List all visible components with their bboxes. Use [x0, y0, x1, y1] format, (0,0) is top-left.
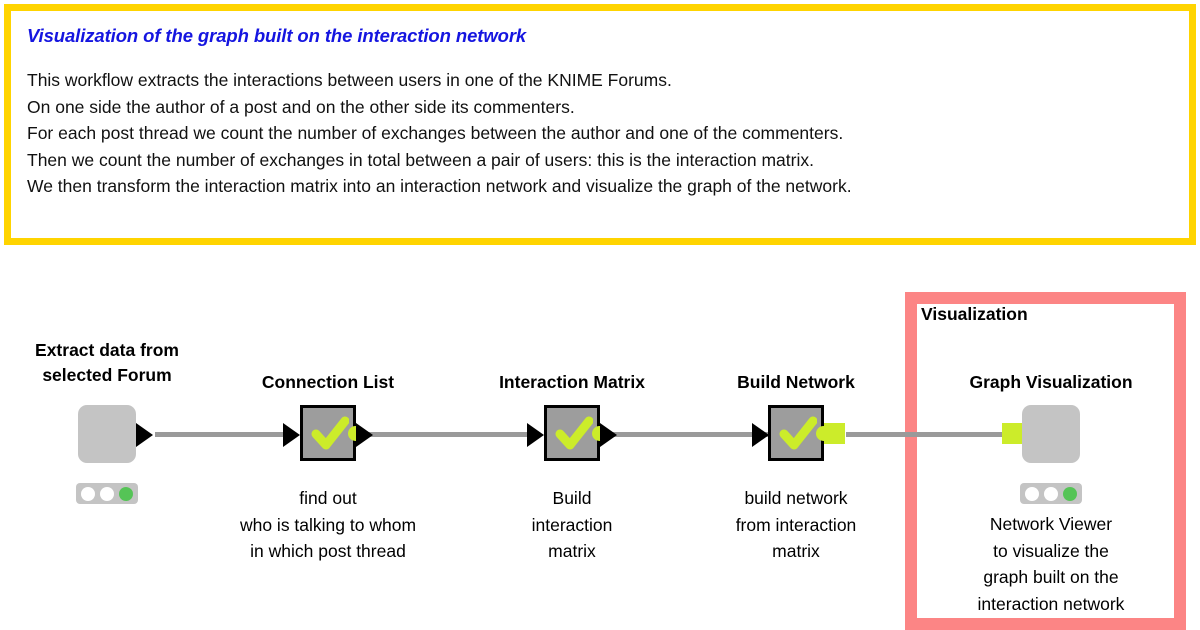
description-line: For each post thread we count the number…: [27, 123, 844, 143]
input-arrow-build-network: [752, 422, 769, 447]
node-annotation-interaction-matrix: Build interaction matrix: [531, 488, 613, 561]
node-annotation-connection-list: find out who is talking to whom in which…: [239, 488, 417, 561]
node-body-graph-visualization[interactable]: [1022, 405, 1080, 463]
description-body: This workflow extracts the interactions …: [27, 67, 1173, 200]
output-port-interaction-matrix[interactable]: [600, 422, 617, 447]
input-arrow-connection-list: [283, 422, 300, 447]
status-lamp-green: [118, 486, 133, 501]
node-connection-list[interactable]: Connection List find out who is talking …: [240, 245, 416, 561]
wire-connection-to-matrix: [358, 432, 531, 437]
group-label-visualization: Visualization: [921, 304, 1028, 324]
node-title-connection-list: Connection List: [261, 372, 395, 392]
group-box-visualization[interactable]: [905, 292, 1186, 630]
description-title: Visualization of the graph built on the …: [27, 25, 527, 46]
node-annotation-graph-visualization: Network Viewer to visualize the graph bu…: [977, 514, 1125, 614]
check-icon: [779, 416, 817, 450]
status-lamp-red: [81, 486, 96, 501]
node-body-interaction-matrix[interactable]: [544, 405, 600, 461]
node-build-network[interactable]: Build Network build network from interac…: [736, 245, 857, 561]
workflow-canvas[interactable]: Visualization Extract data from selected…: [0, 245, 1200, 630]
node-title-extract-data: Extract data from selected Forum: [35, 340, 179, 385]
input-port-square-graph-visualization[interactable]: [1002, 423, 1023, 444]
node-body-extract-data[interactable]: [78, 405, 136, 463]
check-icon: [311, 416, 349, 450]
node-title-graph-visualization: Graph Visualization: [969, 372, 1133, 392]
status-lamp-green: [1062, 486, 1077, 501]
description-line: On one side the author of a post and on …: [27, 96, 575, 117]
node-annotation-build-network: build network from interaction matrix: [735, 488, 857, 561]
status-lamp-yellow: [1043, 486, 1058, 501]
output-port-square-build-network[interactable]: [824, 423, 845, 444]
status-traffic-light-graph-visualization: [1020, 483, 1082, 504]
node-title-build-network: Build Network: [737, 372, 855, 392]
description-line: We then transform the interaction matrix…: [27, 176, 852, 196]
node-title-interaction-matrix: Interaction Matrix: [499, 372, 645, 392]
workflow-description-annotation: Visualization of the graph built on the …: [4, 4, 1196, 245]
description-line: Then we count the number of exchanges in…: [27, 149, 814, 170]
node-extract-data[interactable]: Extract data from selected Forum: [35, 245, 179, 504]
wire-matrix-to-network: [602, 432, 774, 437]
description-line: This workflow extracts the interactions …: [27, 70, 672, 90]
node-interaction-matrix[interactable]: Interaction Matrix Build interaction mat…: [499, 245, 645, 561]
output-port-connection-list[interactable]: [356, 422, 373, 447]
wire-extract-to-connection: [155, 432, 288, 437]
status-lamp-yellow: [99, 486, 114, 501]
node-graph-visualization[interactable]: Graph Visualization Network Viewer to vi…: [969, 245, 1132, 614]
output-port-extract-data[interactable]: [136, 422, 153, 447]
check-icon: [555, 416, 593, 450]
input-arrow-interaction-matrix: [527, 422, 544, 447]
status-lamp-red: [1025, 486, 1040, 501]
status-traffic-light-extract-data: [76, 483, 138, 504]
wire-network-to-visualization: [846, 432, 1023, 437]
